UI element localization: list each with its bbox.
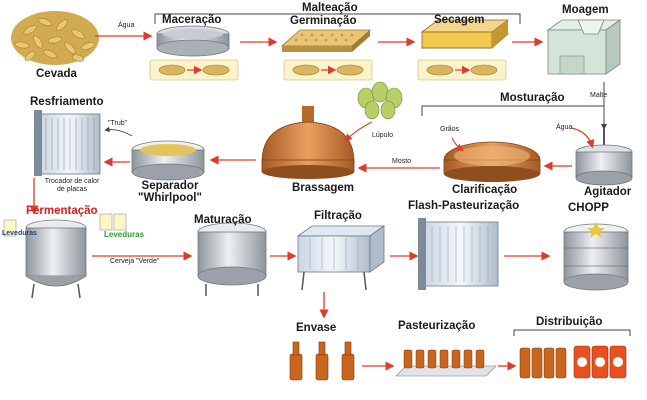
label-distribuicao: Distribuição: [536, 316, 603, 328]
drying-kiln-image: [417, 19, 510, 81]
label-clarificacao: Clarificação: [452, 184, 518, 196]
label-separador: Separador "Whirlpool": [130, 180, 210, 204]
label-resfriamento: Resfriamento: [30, 96, 104, 108]
germination-tray-image: [280, 29, 373, 81]
label-trocador: Trocador de calor de placas: [34, 178, 110, 194]
arrow-trub: [104, 126, 133, 137]
arrow-graos: [451, 137, 464, 152]
label-secagem: Secagem: [434, 14, 485, 26]
label-agua-2: Água: [556, 124, 573, 131]
label-chopp: CHOPP: [568, 202, 609, 214]
whirlpool-image: [131, 140, 205, 181]
label-trocador-line2: de placas: [57, 186, 87, 193]
label-germinacao: Germinação: [290, 15, 357, 27]
label-cevada: Cevada: [36, 68, 77, 80]
malteacao-bracket: [154, 13, 521, 24]
label-pasteurizacao: Pasteurização: [398, 320, 476, 332]
label-leveduras-green: Leveduras: [104, 230, 145, 239]
agitator-tank-image: [575, 128, 633, 186]
distribution-image: [519, 345, 627, 379]
mill-image: [546, 19, 622, 75]
label-cerveja-verde: Cerveja "Verde": [110, 258, 160, 265]
label-mosto: Mosto: [392, 158, 412, 165]
plate-heat-exchanger-image: [34, 110, 101, 176]
label-fermentacao: Fermentação: [26, 205, 98, 217]
fermentation-tank-image: [25, 219, 87, 299]
arrow-agua-agitador: [571, 127, 595, 149]
label-mosturacao: Mosturação: [500, 92, 565, 104]
keg-image: [563, 222, 629, 291]
label-malte: Malte: [590, 92, 608, 99]
label-filtracao: Filtração: [314, 210, 362, 222]
filter-image: [296, 225, 386, 291]
yeast-glass-icon: [3, 213, 127, 237]
maceration-tank-image: [149, 25, 239, 81]
label-trub: "Trub": [108, 120, 128, 127]
label-envase: Envase: [296, 322, 337, 334]
mosturacao-bracket: [421, 105, 604, 116]
label-separador-line1: Separador: [141, 180, 199, 192]
label-separador-line2: "Whirlpool": [138, 192, 202, 204]
label-agua-1: Água: [118, 22, 135, 29]
label-maturacao: Maturação: [194, 214, 252, 226]
label-moagem: Moagem: [562, 4, 609, 16]
barley-pile-image: [11, 11, 99, 65]
hops-image: [357, 81, 403, 120]
label-agitador: Agitador: [584, 186, 632, 198]
label-lupulo: Lúpulo: [372, 132, 394, 139]
label-flash-pasteurizacao: Flash-Pasteurização: [408, 200, 520, 212]
label-leveduras-left: Leveduras: [2, 230, 38, 237]
lauter-tun-image: [443, 141, 541, 182]
brew-kettle-image: [261, 106, 355, 179]
maturation-tank-image: [197, 222, 267, 296]
label-brassagem: Brassagem: [292, 182, 355, 194]
pasteurizer-image: [395, 349, 497, 377]
label-maceracao: Maceração: [162, 14, 222, 26]
label-malteacao: Malteação: [302, 2, 358, 14]
label-trocador-line1: Trocador de calor: [44, 178, 100, 185]
bottling-image: [289, 341, 355, 381]
distribuicao-bracket: [513, 329, 631, 336]
flash-pasteurizer-image: [418, 218, 499, 290]
label-graos: Grãos: [440, 126, 460, 133]
arrow-lupulo: [344, 121, 373, 142]
